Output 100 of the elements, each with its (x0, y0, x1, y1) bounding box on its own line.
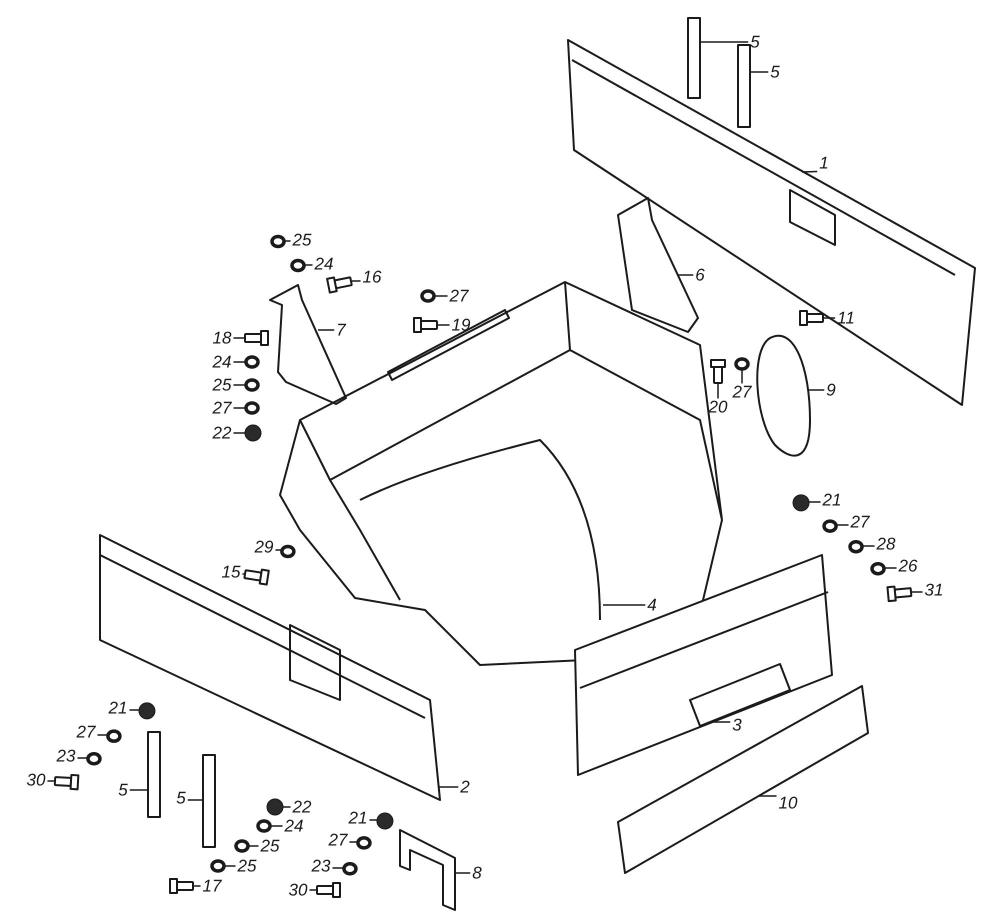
leader-line (233, 384, 246, 386)
leader-line (349, 841, 358, 843)
callout-number: 18 (210, 330, 234, 346)
callout-number: 27 (848, 514, 872, 530)
callout-number: 9 (824, 382, 838, 398)
leader-line (284, 240, 291, 242)
leader-line (233, 361, 246, 363)
callout-number: 8 (470, 864, 484, 882)
nut-icon (376, 812, 394, 830)
leader-line (437, 324, 450, 326)
leader-line (270, 825, 283, 827)
leader-line (862, 545, 875, 547)
callout-number: 27 (326, 832, 350, 848)
callout-number: 30 (24, 772, 48, 788)
callout-number: 22 (290, 798, 314, 816)
leader-line (129, 709, 139, 711)
leader-line (455, 872, 470, 874)
callout-number: 4 (645, 596, 659, 614)
callout-number: 10 (776, 794, 800, 812)
leader-line (717, 383, 719, 398)
mounting-strip (687, 17, 701, 99)
callout-number: 26 (896, 558, 920, 574)
mounting-bracket (399, 829, 456, 911)
leader-line (224, 865, 236, 867)
leader-line (352, 280, 361, 282)
nut-icon (792, 494, 810, 512)
leader-line (439, 786, 458, 788)
callout-number: 21 (820, 492, 844, 508)
callout-number: 27 (210, 400, 234, 416)
washer-icon (290, 258, 306, 272)
callout-number: 25 (210, 376, 234, 394)
leader-line (233, 337, 245, 339)
leader-line (369, 819, 377, 821)
callout-number: 24 (210, 354, 234, 370)
callout-number: 5 (174, 790, 188, 806)
leader-line (332, 867, 344, 869)
leader-line (77, 757, 88, 759)
nut-icon (244, 424, 262, 442)
leader-line (700, 41, 748, 43)
leader-line (758, 795, 777, 797)
callout-number: 30 (286, 882, 310, 898)
leader-line (750, 71, 768, 73)
washer-icon (210, 859, 226, 873)
callout-number: 22 (210, 424, 234, 442)
bolt-icon (886, 586, 912, 602)
mounting-strip (617, 685, 869, 874)
leader-line (188, 799, 203, 801)
leader-line (836, 524, 849, 526)
leader-line (97, 734, 108, 736)
leader-line (130, 789, 148, 791)
callout-number: 28 (874, 536, 898, 552)
callout-number: 7 (334, 322, 348, 338)
fender-panel (574, 554, 833, 776)
washer-icon (734, 357, 750, 371)
washer-icon (244, 401, 260, 415)
bolt-icon (316, 882, 341, 898)
washer-icon (270, 234, 286, 248)
bolt-icon (244, 330, 269, 346)
mounting-strip (202, 754, 216, 848)
leader-line (802, 170, 818, 173)
washer-icon (280, 544, 296, 558)
leader-line (318, 329, 334, 331)
callout-number: 5 (768, 64, 782, 80)
callout-number: 27 (448, 288, 470, 304)
washer-icon (106, 729, 122, 743)
callout-number: 24 (312, 256, 336, 272)
leader-line (47, 780, 55, 782)
callout-number: 21 (346, 810, 370, 826)
washer-icon (342, 862, 358, 876)
callout-number: 27 (74, 724, 98, 740)
bolt-icon (326, 276, 353, 294)
callout-number: 3 (730, 716, 744, 734)
leader-line (233, 432, 245, 434)
leader-line (193, 885, 201, 887)
callout-number: 29 (252, 538, 276, 556)
leader-line (275, 549, 282, 551)
callout-number: 19 (450, 316, 472, 334)
callout-number: 25 (236, 858, 258, 874)
washer-icon (86, 752, 102, 766)
leader-line (309, 889, 317, 891)
callout-number: 23 (54, 748, 78, 764)
leader-line (603, 604, 646, 606)
leader-line (283, 806, 291, 808)
washer-icon (256, 819, 272, 833)
callout-number: 24 (282, 818, 306, 834)
washer-icon (244, 378, 260, 392)
leader-line (678, 274, 694, 276)
callout-number: 25 (290, 232, 314, 248)
leader-line (233, 407, 246, 409)
leader-line (823, 317, 836, 319)
leader-line (712, 721, 730, 723)
washer-icon (356, 836, 372, 850)
callout-number: 21 (106, 700, 130, 716)
leader-line (248, 845, 259, 847)
callout-number: 5 (748, 34, 762, 50)
leader-line (884, 567, 897, 569)
bolt-icon (243, 568, 270, 586)
leader-line (741, 369, 743, 384)
washer-icon (234, 839, 250, 853)
callout-number: 25 (258, 838, 282, 854)
